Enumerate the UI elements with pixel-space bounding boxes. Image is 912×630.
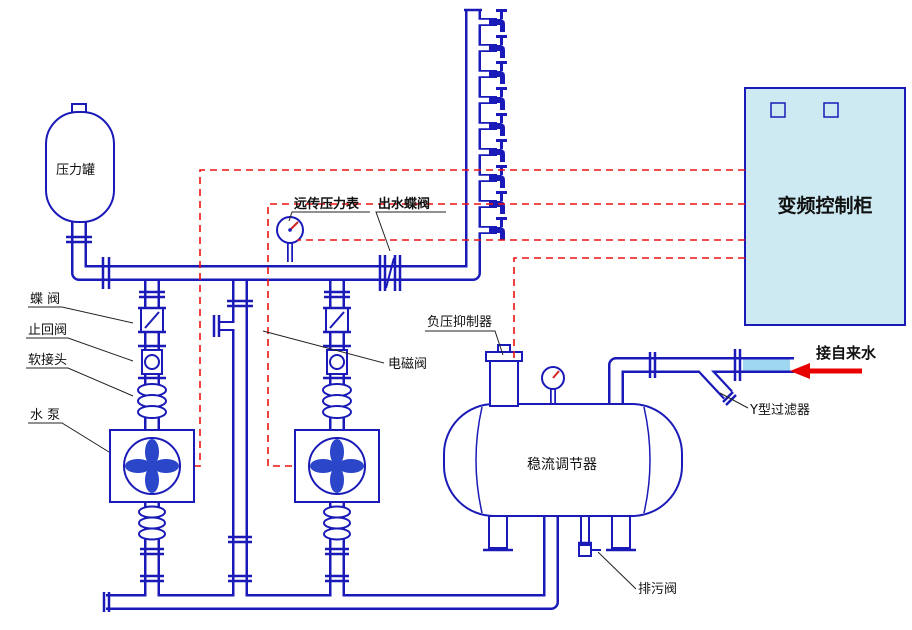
soft-joint-label: 软接头 [28, 352, 67, 368]
inlet-arrow-icon [790, 363, 862, 379]
faucet-icon [489, 165, 507, 188]
faucet-icon [489, 35, 507, 58]
tap-water-inlet-label: 接自来水 [816, 344, 877, 362]
control-line-pump1 [195, 169, 745, 467]
faucet-icon [489, 9, 507, 32]
solenoid-valve [212, 299, 253, 583]
faucet-icon [489, 191, 507, 214]
faucet-icon [489, 217, 507, 240]
butterfly-valve-label: 蝶 阀 [30, 292, 60, 307]
flow-regulator-label: 稳流调节器 [527, 457, 597, 473]
water-pump-label: 水 泵 [30, 408, 60, 423]
tank-leg [611, 515, 631, 549]
suppressor-label: 负压抑制器 [427, 315, 492, 330]
leader-lines [26, 211, 749, 590]
outlet-valve-label: 出水蝶阀 [378, 196, 430, 212]
y-filter [648, 349, 742, 406]
pipe-network [66, 8, 794, 612]
remote-pressure-gauge [276, 216, 304, 244]
cabinet-indicator [770, 102, 786, 118]
remote-gauge-label: 远传压力表 [294, 196, 360, 212]
faucet-icon [489, 139, 507, 162]
faucet-icon [489, 113, 507, 136]
cabinet-indicator [823, 102, 839, 118]
pressure-tank-label: 压力罐 [56, 163, 95, 178]
pressure-tank: 压力罐 [45, 103, 115, 223]
control-line-suppressor [513, 257, 745, 358]
drain-valve-label: 排污阀 [638, 582, 677, 597]
y-filter-label: Y型过滤器 [749, 403, 810, 418]
control-wiring [195, 169, 745, 467]
outlet-butterfly-valve [378, 255, 402, 291]
check-valve-label: 止回阀 [28, 323, 67, 338]
solenoid-valve-label: 电磁阀 [388, 357, 427, 372]
control-cabinet: 变频控制柜 [744, 87, 906, 326]
labels: 蝶 阀 止回阀 软接头 水 泵 远传压力表 出水蝶阀 负压抑制器 电磁阀 Y型过… [28, 196, 877, 597]
negative-pressure-suppressor [485, 344, 523, 407]
faucet-icon [489, 61, 507, 84]
tap-faucets [489, 9, 507, 240]
main-outlet-pipe-and-riser [71, 10, 481, 281]
flow-regulator-tank: 稳流调节器 [443, 403, 683, 552]
faucet-icon [489, 87, 507, 110]
control-cabinet-label: 变频控制柜 [777, 194, 872, 217]
drain-valve [578, 541, 601, 557]
tank-leg [488, 515, 508, 549]
tank-pressure-gauge [541, 366, 565, 390]
